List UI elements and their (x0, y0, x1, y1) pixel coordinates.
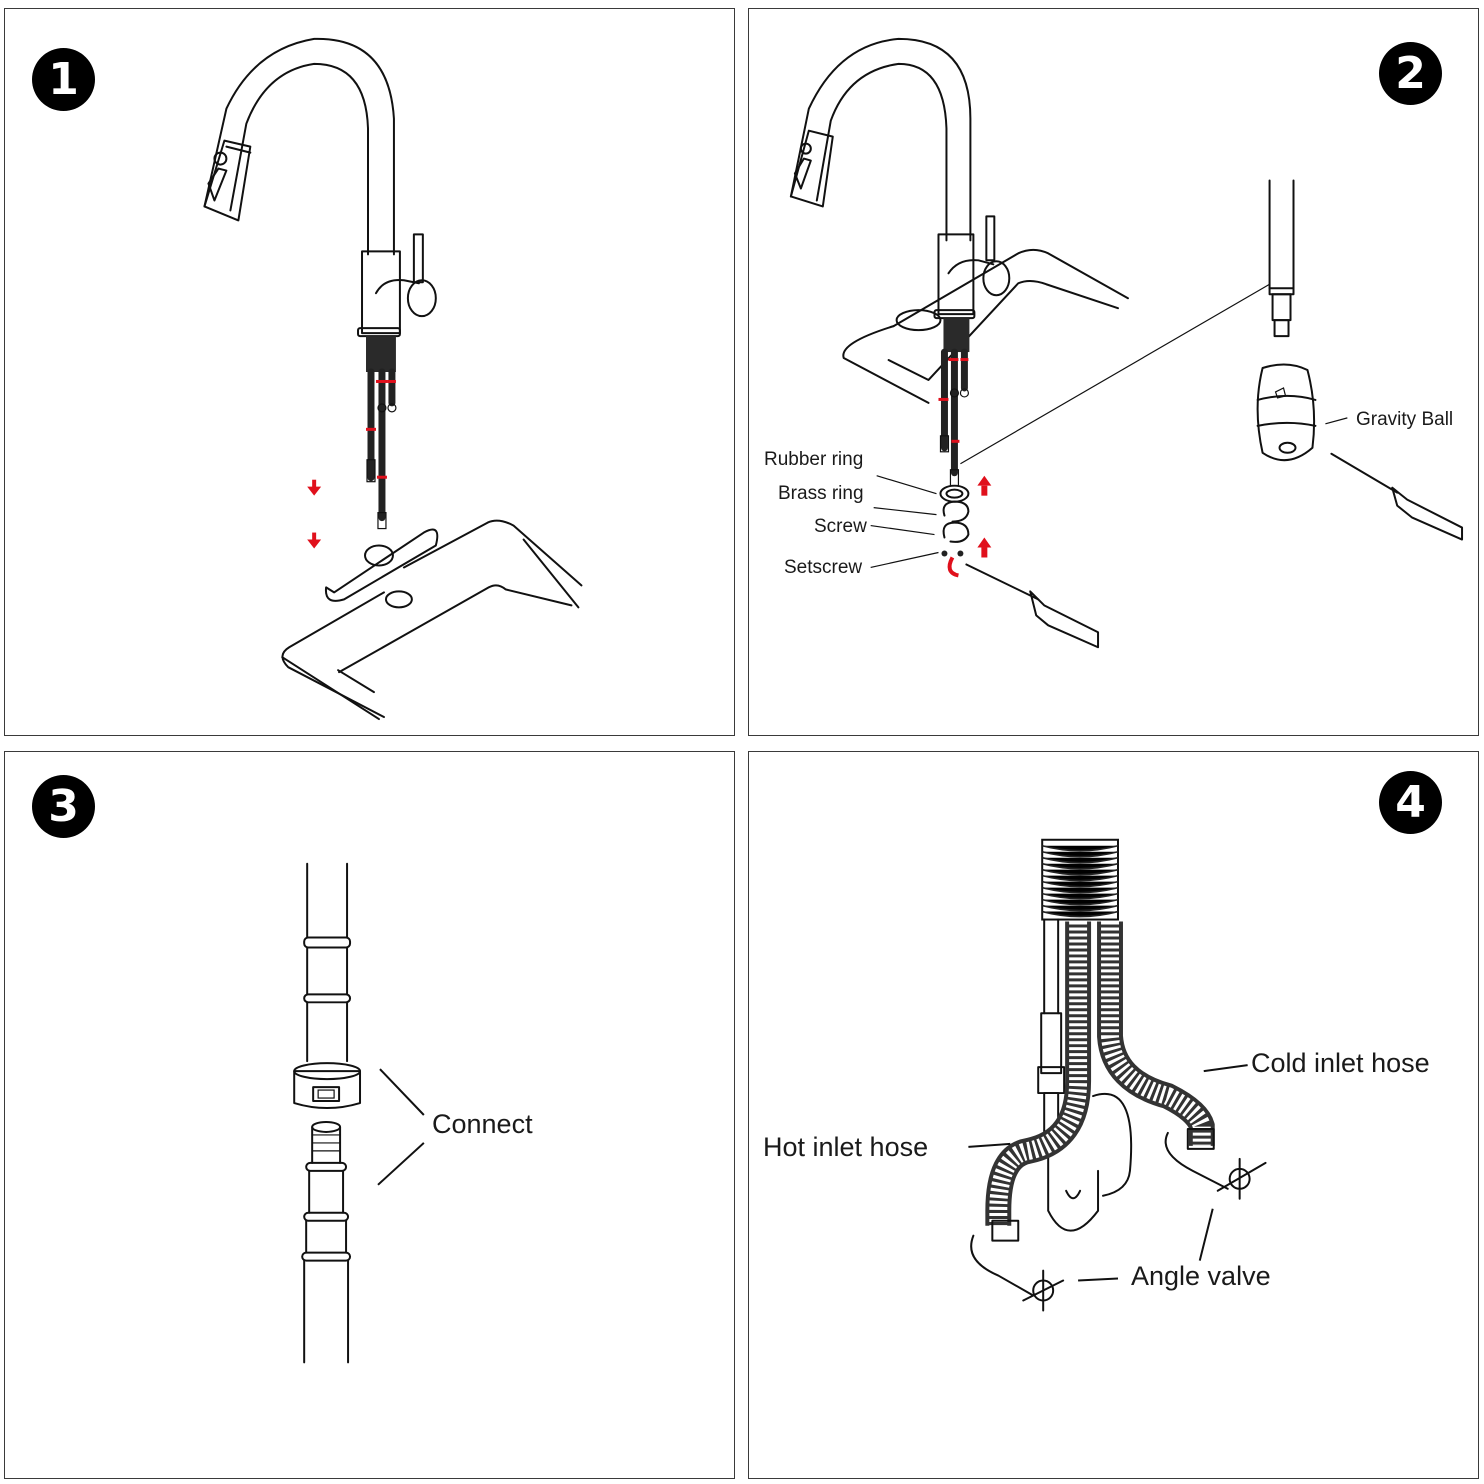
leader-lines (968, 1064, 1248, 1282)
angle-valve-cold-icon (1164, 1127, 1267, 1200)
pull-hose-lower-icon (301, 1120, 352, 1364)
screwdriver-icon (965, 563, 1100, 649)
label-hot-inlet-hose: Hot inlet hose (763, 1132, 929, 1162)
label-rubber-ring: Rubber ring (764, 449, 864, 470)
connect-inlet-hoses-illustration (968, 838, 1267, 1312)
down-arrow-icon (307, 479, 322, 549)
connect-hose-illustration (293, 862, 425, 1364)
pull-hose-icon (1037, 918, 1066, 1134)
faucet-shank-icon (1041, 838, 1119, 921)
step-badge-3: 3 (32, 775, 95, 838)
detail-leader-line (960, 283, 1270, 465)
label-angle-valve: Angle valve (1131, 1261, 1271, 1291)
rings-stack-icon (939, 484, 970, 557)
pull-hose-upper-icon (293, 862, 362, 1109)
drain-trap-icon (1047, 1093, 1133, 1232)
angle-valve-hot-icon (970, 1219, 1065, 1312)
step-1-panel: 1 (4, 8, 735, 736)
leader-lines (870, 417, 1348, 569)
step-badge-1: 1 (32, 48, 95, 111)
label-brass-ring: Brass ring (778, 483, 864, 504)
step-4-panel: 4 (748, 751, 1479, 1479)
deck-plate-icon (324, 528, 439, 602)
sink-icon (281, 519, 583, 721)
remove-gravity-ball-illustration (789, 37, 1464, 649)
step-badge-4: 4 (1379, 771, 1442, 834)
connect-leader-lower (377, 1142, 425, 1186)
cold-inlet-hose-icon (1097, 921, 1215, 1146)
label-connect: Connect (432, 1109, 533, 1139)
pull-hose-icon (1268, 179, 1295, 338)
connect-leader-upper (379, 1068, 425, 1116)
label-gravity-ball: Gravity Ball (1356, 409, 1454, 430)
screwdriver-icon (1330, 452, 1464, 541)
label-cold-inlet-hose: Cold inlet hose (1251, 1048, 1430, 1078)
faucet-icon (203, 37, 437, 530)
step-badge-2: 2 (1379, 42, 1442, 105)
rotate-arrow-icon (947, 556, 959, 578)
faucet-icon (789, 37, 1011, 487)
step-3-panel: 3 Connect (4, 751, 735, 1479)
sink-icon (842, 248, 1129, 404)
label-setscrew: Setscrew (784, 557, 863, 578)
faucet-install-illustration (203, 37, 583, 721)
label-screw: Screw (814, 516, 867, 537)
gravity-ball-icon (1256, 363, 1317, 462)
step-2-panel: 2 (748, 8, 1479, 736)
hot-inlet-hose-icon (985, 921, 1092, 1226)
up-arrow-icon (977, 475, 992, 558)
